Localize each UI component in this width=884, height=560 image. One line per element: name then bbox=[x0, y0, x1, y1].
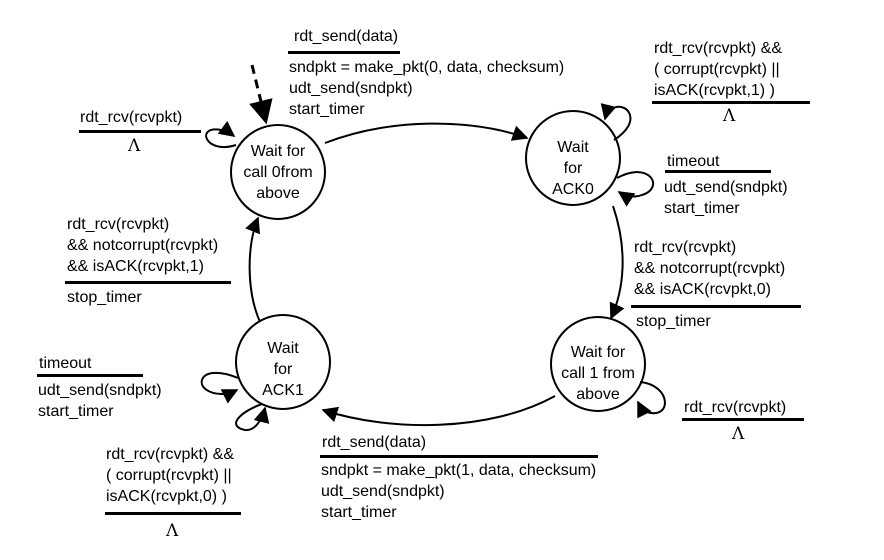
selfloop-ack1-bottom bbox=[235, 403, 270, 432]
t-s1-ignore-rule bbox=[652, 101, 810, 104]
t-bottom-actions: sndpkt = make_pkt(1, data, checksum)udt_… bbox=[321, 462, 597, 521]
selfloop-ack0-top bbox=[600, 103, 632, 141]
t-s0-self-rule bbox=[79, 130, 201, 133]
t-s3-timeout-rule bbox=[37, 374, 143, 377]
t-s0-self-lambda: Λ bbox=[128, 136, 141, 156]
arrow-call1-to-ack1 bbox=[321, 395, 556, 427]
t-right-actions: stop_timer bbox=[636, 313, 711, 330]
t-left-rule bbox=[65, 281, 231, 284]
initial-state-arrow bbox=[249, 64, 273, 125]
t-s1-ignore-lambda: Λ bbox=[723, 106, 736, 126]
t-s2-self-event: rdt_rcv(rcvpkt) bbox=[684, 399, 787, 416]
t-top-actions: sndpkt = make_pkt(0, data, checksum)udt_… bbox=[289, 59, 565, 118]
t-right-event: rdt_rcv(rcvpkt)&& notcorrupt(rcvpkt)&& i… bbox=[634, 239, 786, 298]
selfloop-ack1-left bbox=[200, 371, 239, 404]
t-s2-self-lambda: Λ bbox=[732, 424, 745, 444]
t-right-rule bbox=[631, 305, 801, 308]
t-left-actions: stop_timer bbox=[67, 289, 142, 306]
state-wait-call0-circle bbox=[230, 124, 326, 220]
t-s3-timeout-event: timeout bbox=[39, 355, 92, 372]
t-s3-ignore-event: rdt_rcv(rcvpkt) &&( corrupt(rcvpkt) ||is… bbox=[106, 446, 235, 505]
t-s0-self-event: rdt_rcv(rcvpkt) bbox=[80, 109, 183, 126]
arrow-ack1-to-call0 bbox=[245, 216, 261, 323]
selfloop-ack0-right bbox=[616, 171, 654, 207]
t-s3-ignore-lambda: Λ bbox=[166, 521, 179, 541]
t-left-event: rdt_rcv(rcvpkt)&& notcorrupt(rcvpkt)&& i… bbox=[67, 216, 219, 275]
t-s1-timeout-rule bbox=[665, 170, 771, 173]
t-top-event: rdt_send(data) bbox=[294, 28, 399, 45]
arrow-ack0-to-call1 bbox=[609, 205, 625, 320]
selfloop-call0 bbox=[205, 120, 237, 148]
state-wait-ack0-circle bbox=[525, 110, 621, 206]
t-s3-ignore-rule bbox=[105, 512, 241, 515]
t-s1-ignore-event: rdt_rcv(rcvpkt) &&( corrupt(rcvpkt) ||is… bbox=[654, 40, 783, 99]
t-s2-self-rule bbox=[682, 418, 804, 421]
t-s1-timeout-event: timeout bbox=[667, 153, 720, 170]
arrow-call0-to-ack0 bbox=[324, 122, 529, 144]
t-s1-timeout-actions: udt_send(sndpkt)start_timer bbox=[664, 179, 788, 217]
t-bottom-rule bbox=[320, 455, 598, 458]
t-bottom-event: rdt_send(data) bbox=[322, 434, 427, 451]
selfloop-call1 bbox=[637, 381, 666, 419]
state-wait-call1-circle bbox=[550, 316, 646, 412]
t-s3-timeout-actions: udt_send(sndpkt)start_timer bbox=[38, 382, 162, 420]
t-top-rule bbox=[288, 51, 400, 54]
state-wait-ack1-circle bbox=[235, 314, 331, 410]
